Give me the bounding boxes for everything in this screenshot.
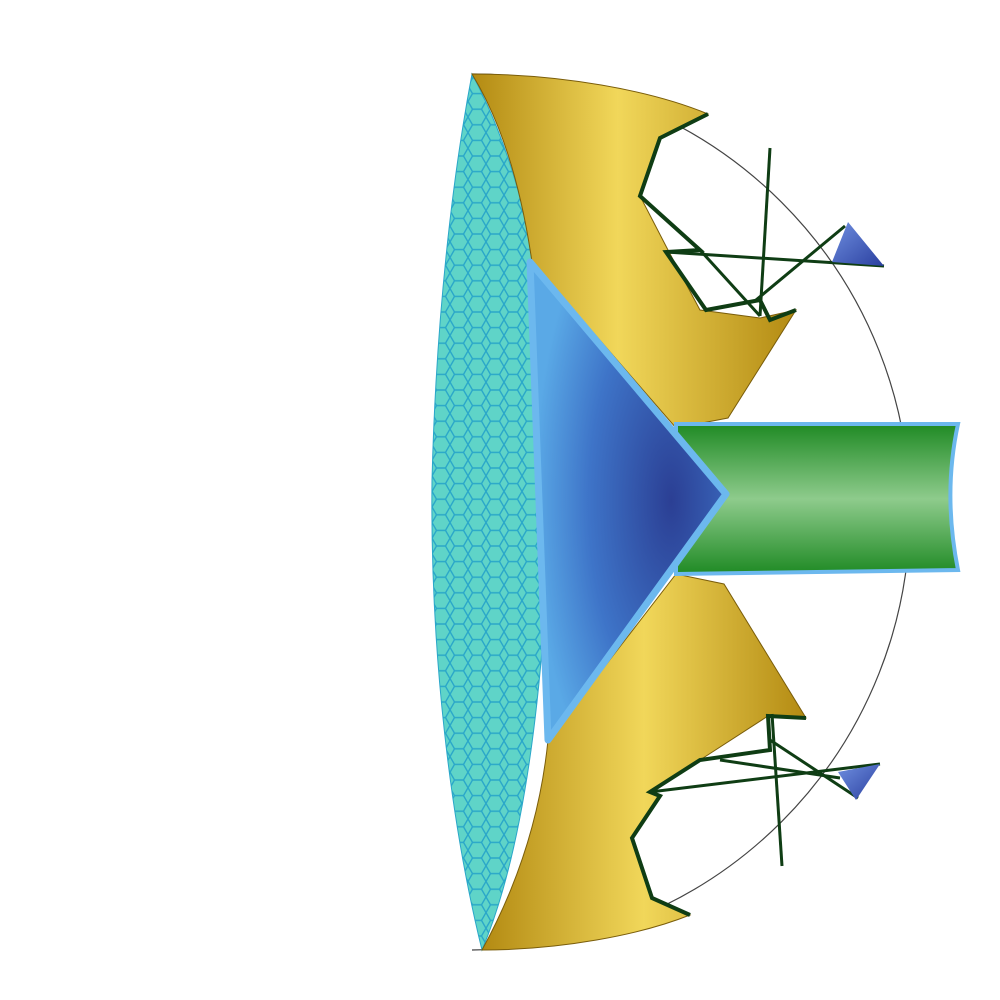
line-bot-1 — [770, 713, 784, 867]
line-top-1 — [758, 147, 772, 317]
arrow-triangle-icon — [526, 258, 730, 744]
line-bot-2 — [649, 762, 881, 794]
line-top-3 — [698, 248, 762, 318]
line-bot-3 — [769, 738, 859, 800]
small-triangle-bottom — [838, 764, 880, 800]
green-bar — [674, 422, 961, 577]
gold-region-top — [471, 73, 798, 429]
line-bot-4 — [719, 758, 841, 780]
line-top-4 — [755, 224, 846, 302]
small-triangle-top — [832, 222, 884, 266]
